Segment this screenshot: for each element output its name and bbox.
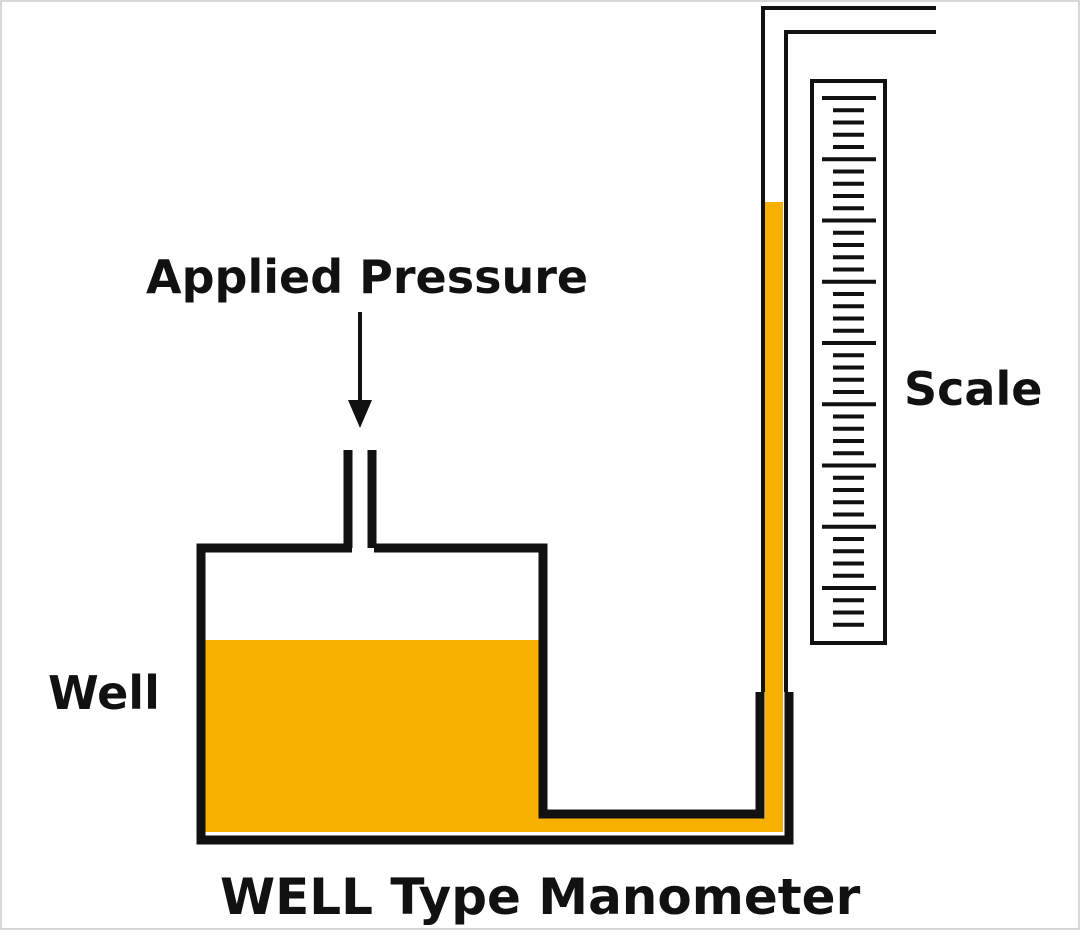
tube-inner-line [784, 30, 936, 692]
tube-outer-line [761, 6, 936, 692]
tube-liquid-column [765, 202, 783, 832]
well-label: Well [48, 666, 160, 720]
pressure-arrow [348, 312, 372, 428]
scale-label: Scale [904, 362, 1043, 416]
vessel-outer-wall [196, 543, 794, 845]
scale-ticks [822, 96, 876, 627]
vessel-outline [196, 450, 794, 845]
vessel-inner-wall [374, 543, 765, 819]
diagram-title: WELL Type Manometer [220, 868, 861, 926]
glass-tube [761, 6, 936, 692]
well-liquid [205, 640, 540, 832]
scale-frame [810, 79, 887, 645]
channel-liquid [540, 818, 783, 832]
applied-pressure-label: Applied Pressure [146, 250, 589, 304]
